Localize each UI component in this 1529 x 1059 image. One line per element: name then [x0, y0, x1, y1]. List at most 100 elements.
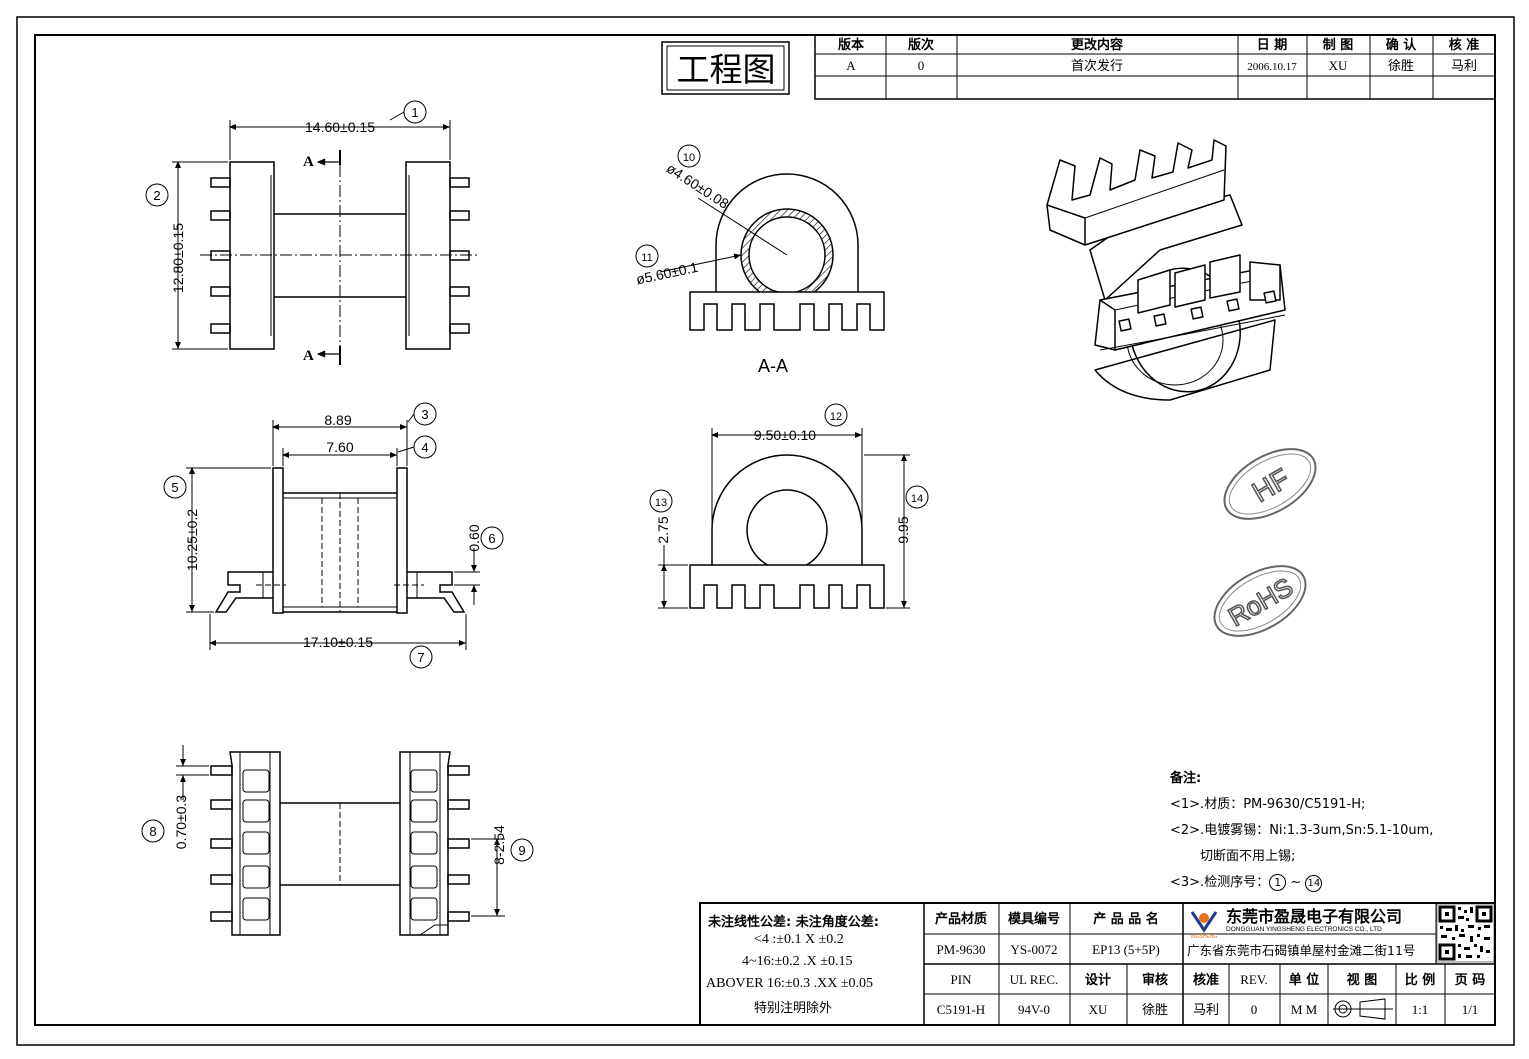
front-view-labels: 8.89 7.60 10.25±0.2 0.60 17.10±0.15: [184, 412, 482, 650]
section-title-a-a: A-A: [758, 356, 788, 376]
note-3-to: 14: [1305, 875, 1323, 892]
title-block-grid: [699, 902, 1496, 1026]
tb-value-product: EP13 (5+5P): [1092, 942, 1160, 957]
revision-table-text: 版本 版次 更改内容 日 期 制 图 确 认 核 准 A 0 首次发行 2006…: [838, 37, 1479, 74]
tolerance-line-3: 4~16:±0.2 .X ±0.15: [742, 954, 853, 969]
tb-header-mold: 模具编号: [1008, 911, 1060, 927]
rohs-stamp: RoHS: [1213, 565, 1307, 637]
note-1: <1>.材质：PM-9630/C5191-H;: [1170, 797, 1366, 812]
side-view: [658, 428, 910, 609]
rev-header-approve: 核 准: [1449, 37, 1480, 53]
company-logo-icon: INGSHENG: [1191, 911, 1218, 940]
dim-dia-4-60: ø4.60±0.08: [664, 160, 732, 212]
svg-text:7: 7: [417, 650, 424, 665]
rev-value-confirm: 徐胜: [1388, 59, 1414, 74]
company-name-en: DONGGUAN YINGSHENG ELECTRONICS CO., LTD: [1226, 926, 1382, 933]
balloon-11: [635, 244, 659, 268]
tb-header-product: 产 品 品 名: [1093, 911, 1159, 927]
notes-block: 备注: <1>.材质：PM-9630/C5191-H; <2>.电镀雾锡：Ni:…: [1170, 766, 1433, 896]
isometric-view: [1046, 139, 1286, 401]
top-view-labels: 14.60±0.15 12.80±0.15 A A: [170, 119, 375, 364]
tb-value-scale: 1:1: [1412, 1002, 1429, 1017]
tb-value-unit: M M: [1291, 1002, 1318, 1017]
balloon-5: [163, 475, 187, 499]
tb-header-page: 页 码: [1455, 973, 1486, 988]
bottom-view-labels: 0.70±0.3 8-2.54: [173, 795, 507, 865]
tb-value-material: PM-9630: [936, 942, 985, 957]
rev-value-change: 首次发行: [1071, 58, 1123, 74]
front-view: [186, 420, 480, 650]
tb-value-review: 徐胜: [1142, 1003, 1168, 1018]
svg-text:4: 4: [421, 440, 428, 455]
notes-heading: 备注:: [1170, 771, 1202, 786]
balloon-13: [649, 489, 673, 513]
company-logo-text: INGSHENG: [1191, 934, 1218, 940]
tb-header-material: 产品材质: [935, 911, 987, 927]
svg-text:1: 1: [411, 105, 418, 120]
balloon-2: [145, 183, 169, 207]
svg-text:11: 11: [641, 252, 652, 264]
tb-value-page: 1/1: [1462, 1002, 1479, 1017]
note-2: <2>.电镀雾锡：Ni:1.3-3um,Sn:5.1-10um,: [1170, 823, 1434, 838]
rev-header-drawn: 制 图: [1323, 37, 1354, 53]
svg-text:8: 8: [149, 824, 156, 839]
tolerance-line-1: 未注线性公差: 未注角度公差:: [708, 915, 879, 930]
tb-value-mold: YS-0072: [1011, 942, 1058, 957]
rev-header-change: 更改内容: [1071, 37, 1123, 53]
tb-header-review: 审核: [1142, 972, 1168, 988]
balloon-1: [389, 100, 427, 124]
drawing-title: 工程图: [677, 50, 776, 89]
tb-header-approve: 核准: [1193, 972, 1219, 988]
tb-header-scale: 比 例: [1405, 972, 1436, 988]
rev-header-edition: 版次: [908, 37, 934, 53]
hf-stamp: HF: [1223, 448, 1317, 520]
balloon-12: [824, 403, 848, 427]
tolerance-line-5: 特别注明除外: [754, 1001, 833, 1016]
section-a-a-view: [659, 173, 885, 331]
dim-8-2-54: 8-2.54: [491, 825, 507, 865]
bottom-view: [176, 745, 505, 936]
balloon-7: [409, 645, 433, 669]
title-box: 工程图: [661, 41, 790, 95]
balloon-labels: 1 2 3 4 5 6 7 8 9 10 11 12 13 14: [149, 105, 923, 858]
projection-symbol-icon: [1333, 998, 1393, 1020]
svg-text:13: 13: [655, 497, 667, 509]
rohs-stamp-text: RoHS: [1223, 572, 1298, 633]
rev-header-version: 版本: [838, 37, 864, 53]
svg-text:14: 14: [911, 493, 923, 505]
dim-0-60: 0.60: [466, 524, 482, 551]
tolerance-line-2: <4 :±0.1 X ±0.2: [754, 932, 844, 947]
company-address: 广东省东莞市石碣镇单屋村金滩二街11号: [1187, 943, 1415, 958]
svg-text:5: 5: [171, 480, 178, 495]
tb-value-ul: 94V-0: [1018, 1002, 1050, 1017]
balloon-6: [480, 526, 504, 550]
tb-header-ul: UL REC.: [1010, 972, 1059, 987]
tb-header-unit: 单 位: [1289, 972, 1320, 988]
balloon-3: [407, 402, 437, 426]
tb-header-view: 视 图: [1347, 972, 1378, 988]
tb-value-approve: 马利: [1193, 1003, 1219, 1018]
tb-value-rev: 0: [1251, 1002, 1258, 1017]
svg-text:3: 3: [421, 407, 428, 422]
top-view-pins-right: [449, 177, 470, 334]
rev-value-approve: 马利: [1451, 59, 1477, 74]
hf-stamp-text: HF: [1247, 463, 1295, 509]
side-view-labels: 9.50±0.10 2.75 9.95: [655, 427, 911, 544]
balloon-14: [905, 485, 929, 509]
rev-header-date: 日 期: [1257, 38, 1288, 53]
rev-value-date: 2006.10.17: [1247, 61, 1297, 73]
balloon-8: [141, 819, 165, 843]
note-3-from: 1: [1269, 874, 1287, 891]
note-3-prefix: <3>.检测序号：: [1170, 875, 1270, 890]
dim-14-60: 14.60±0.15: [305, 119, 375, 135]
dim-10-25: 10.25±0.2: [184, 509, 200, 571]
dim-17-10: 17.10±0.15: [303, 634, 373, 650]
balloon-9: [510, 838, 534, 862]
svg-text:10: 10: [683, 152, 695, 164]
dim-8-89: 8.89: [324, 412, 351, 428]
revision-table: [814, 34, 1496, 100]
balloons: [141, 100, 929, 862]
tb-header-design: 设计: [1085, 972, 1111, 988]
rev-header-confirm: 确 认: [1386, 37, 1418, 53]
section-arrow-a-bottom: A: [303, 348, 314, 364]
